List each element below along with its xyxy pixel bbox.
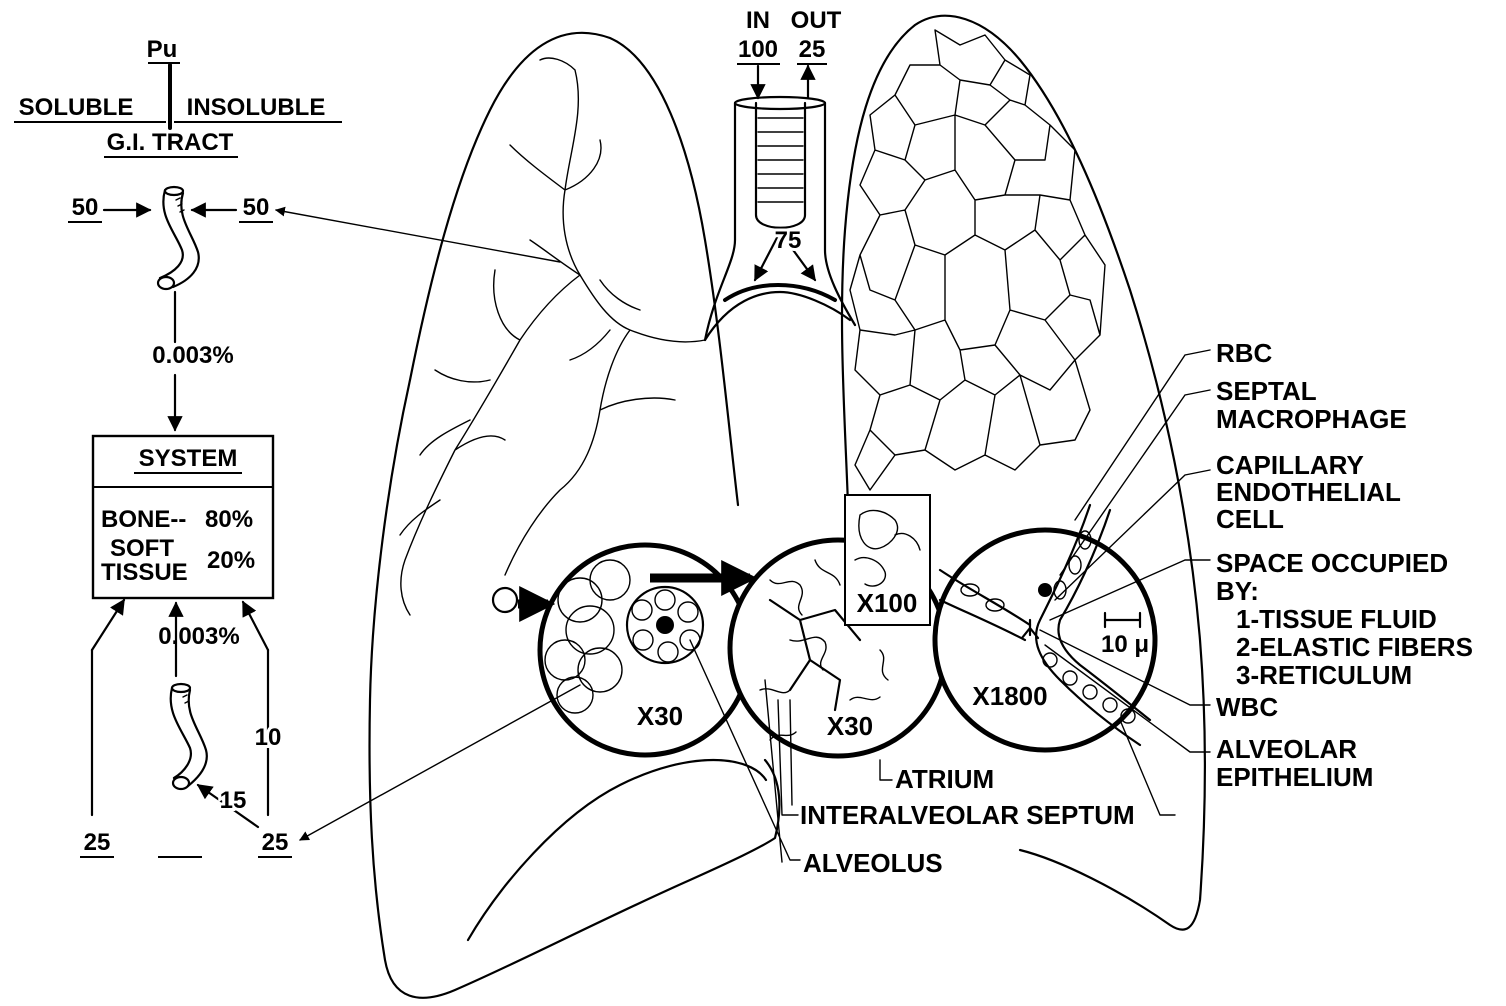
- out-value: 25: [799, 36, 826, 63]
- alveolar-epithelium-label-1: ALVEOLAR: [1216, 734, 1357, 764]
- capillary-label-3: CELL: [1216, 504, 1284, 534]
- septal-macrophage-label-2: MACROPHAGE: [1216, 404, 1407, 434]
- in-value: 100: [738, 36, 778, 63]
- pu-label: Pu: [147, 36, 178, 63]
- alveolar-epithelium-label-2: EPITHELIUM: [1216, 762, 1373, 792]
- soft-tissue-label-line1: SOFT: [110, 535, 174, 562]
- capillary-label-2: ENDOTHELIAL: [1216, 477, 1401, 507]
- right-lung-outline: [370, 33, 780, 998]
- space-occupied-label-1: SPACE OCCUPIED: [1216, 548, 1448, 578]
- bone-label: BONE--: [101, 506, 186, 533]
- gut-segment-icon: [158, 187, 199, 289]
- soluble-input-value: 50: [72, 194, 99, 221]
- magnification-circle-x30-atrium: X100 X30: [730, 495, 946, 756]
- insoluble-input-value: 50: [243, 194, 270, 221]
- system-title: SYSTEM: [139, 445, 238, 472]
- rbc-label: RBC: [1216, 338, 1273, 368]
- bottom-left-value: 25: [84, 829, 111, 856]
- out-label: OUT: [791, 7, 842, 34]
- in-label: IN: [746, 7, 770, 34]
- deposited-value: 75: [775, 227, 802, 254]
- gi-tract-label: G.I. TRACT: [107, 129, 234, 156]
- lymph-to-system-value: 10: [255, 724, 282, 751]
- trachea: 75 IN OUT 100 25: [705, 7, 855, 340]
- lower-gut-segment-icon: [171, 684, 207, 789]
- soft-tissue-percentage: 20%: [207, 547, 255, 574]
- septal-macrophage-label-1: SEPTAL: [1216, 376, 1317, 406]
- scale-bar-label: 10 μ: [1101, 631, 1149, 658]
- magnification-circle-x1800-septum: X1800 10 μ: [935, 505, 1155, 750]
- interalveolar-septum-label: INTERALVEOLAR SEPTUM: [800, 800, 1135, 830]
- alveolar-network: [850, 30, 1105, 490]
- tissue-fluid-label: 1-TISSUE FLUID: [1236, 604, 1437, 634]
- space-occupied-label-2: BY:: [1216, 576, 1259, 606]
- system-box: SYSTEM BONE-- 80% SOFT TISSUE 20%: [93, 436, 273, 598]
- insoluble-label: INSOLUBLE: [187, 94, 326, 121]
- elastic-fibers-label: 2-ELASTIC FIBERS: [1236, 632, 1473, 662]
- magnification-x100: X100: [857, 588, 918, 618]
- soft-tissue-label-line2: TISSUE: [101, 559, 188, 586]
- bottom-right-value: 25: [262, 829, 289, 856]
- atrium-label: ATRIUM: [895, 764, 994, 794]
- lower-absorption-value: 0.003%: [158, 623, 239, 650]
- alveolus-label: ALVEOLUS: [803, 848, 943, 878]
- magnification-x30-second: X30: [827, 711, 873, 741]
- bone-percentage: 80%: [205, 506, 253, 533]
- gi-absorption-value: 0.003%: [152, 342, 233, 369]
- reticulum-label: 3-RETICULUM: [1236, 660, 1412, 690]
- wbc-label: WBC: [1216, 692, 1278, 722]
- bronchial-tree: [400, 58, 705, 615]
- left-flow-panel: Pu SOLUBLE INSOLUBLE G.I. TRACT 50 50 0.…: [14, 36, 342, 857]
- capillary-label-1: CAPILLARY: [1216, 450, 1364, 480]
- magnification-x30-first: X30: [637, 701, 683, 731]
- soluble-label: SOLUBLE: [19, 94, 134, 121]
- to-gut-value: 15: [220, 787, 247, 814]
- magnification-x1800: X1800: [972, 681, 1047, 711]
